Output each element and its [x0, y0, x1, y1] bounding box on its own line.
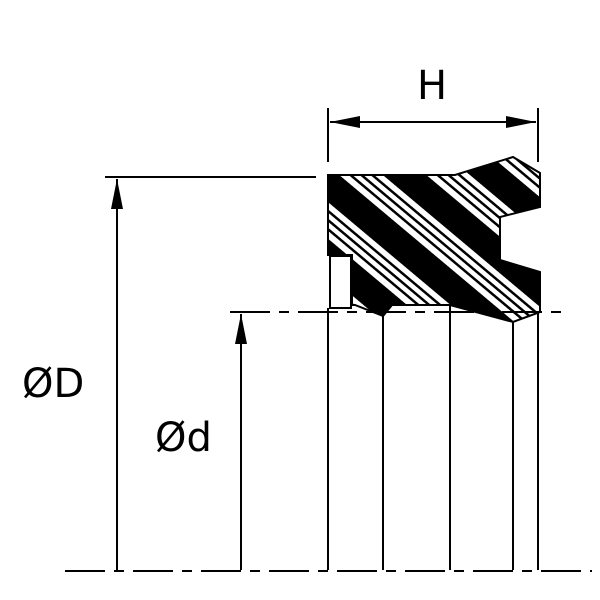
projection-lines — [327, 305, 539, 570]
height-dimension — [327, 108, 539, 162]
height-label: H — [417, 63, 448, 109]
outer-diameter-dimension — [105, 176, 316, 570]
inner-diameter-label: Ød — [155, 415, 212, 461]
inner-diameter-dimension — [230, 311, 565, 570]
seal-profile — [327, 155, 541, 324]
seal-groove — [329, 255, 352, 309]
outer-diameter-label: ØD — [22, 361, 85, 407]
